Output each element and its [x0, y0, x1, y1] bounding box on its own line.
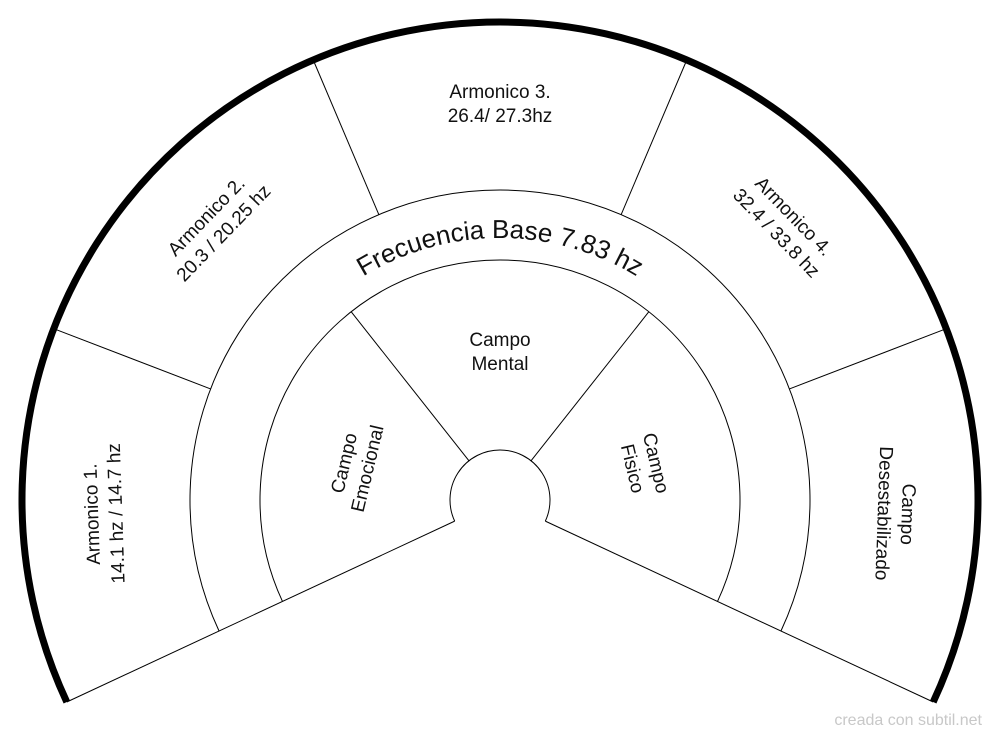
outer-divider-line [53, 328, 211, 390]
outer-sector-label-line: Armonico 1. [80, 463, 105, 565]
inner-divider-line [530, 311, 650, 462]
inner-sector-label-line: Mental [471, 354, 528, 375]
outer-sector-label-line: Campo [896, 483, 919, 545]
outer-sector-label-line: Desestabilizado [870, 446, 896, 581]
inner-ring-arc [259, 259, 741, 602]
inner-sector-label-line: Campo [469, 330, 530, 351]
left-edge-line [66, 520, 455, 703]
right-edge-line [545, 520, 934, 703]
outer-sector-label-line: 14.1 hz / 14.7 hz [104, 443, 130, 584]
outer-divider-line [789, 328, 947, 390]
outer-sector-label: Armonico 4.32.4 / 33.8 hz [728, 168, 840, 282]
center-hole-arc [449, 449, 551, 522]
inner-sector-label: CampoEmocional [324, 418, 388, 515]
outer-sector-label-line: Armonico 3. [449, 82, 550, 103]
outer-divider-line [312, 59, 380, 215]
inner-divider-line [350, 311, 470, 462]
outer-sector-label: Armonico 3. 26.4/ 27.3hz [448, 82, 553, 127]
outer-boundary-arc [18, 18, 982, 704]
base-frequency-label: Frecuencia Base 7.83 hz [351, 214, 649, 282]
outer-sector-label: CampoDesestabilizado [870, 446, 920, 582]
outer-sector-label: Armonico 2.20.3 / 20.25 hz [156, 164, 276, 286]
watermark: creada con subtil.net [834, 712, 982, 729]
base-ring-arc [189, 189, 811, 632]
outer-sector-label: Armonico 1.14.1 hz / 14.7 hz [80, 443, 130, 585]
outer-divider-line [620, 59, 688, 215]
base-frequency-text: Frecuencia Base 7.83 hz [351, 214, 649, 282]
outer-sector-label-line: 26.4/ 27.3hz [448, 106, 553, 127]
inner-sector-label: CampoFisico [615, 431, 673, 501]
